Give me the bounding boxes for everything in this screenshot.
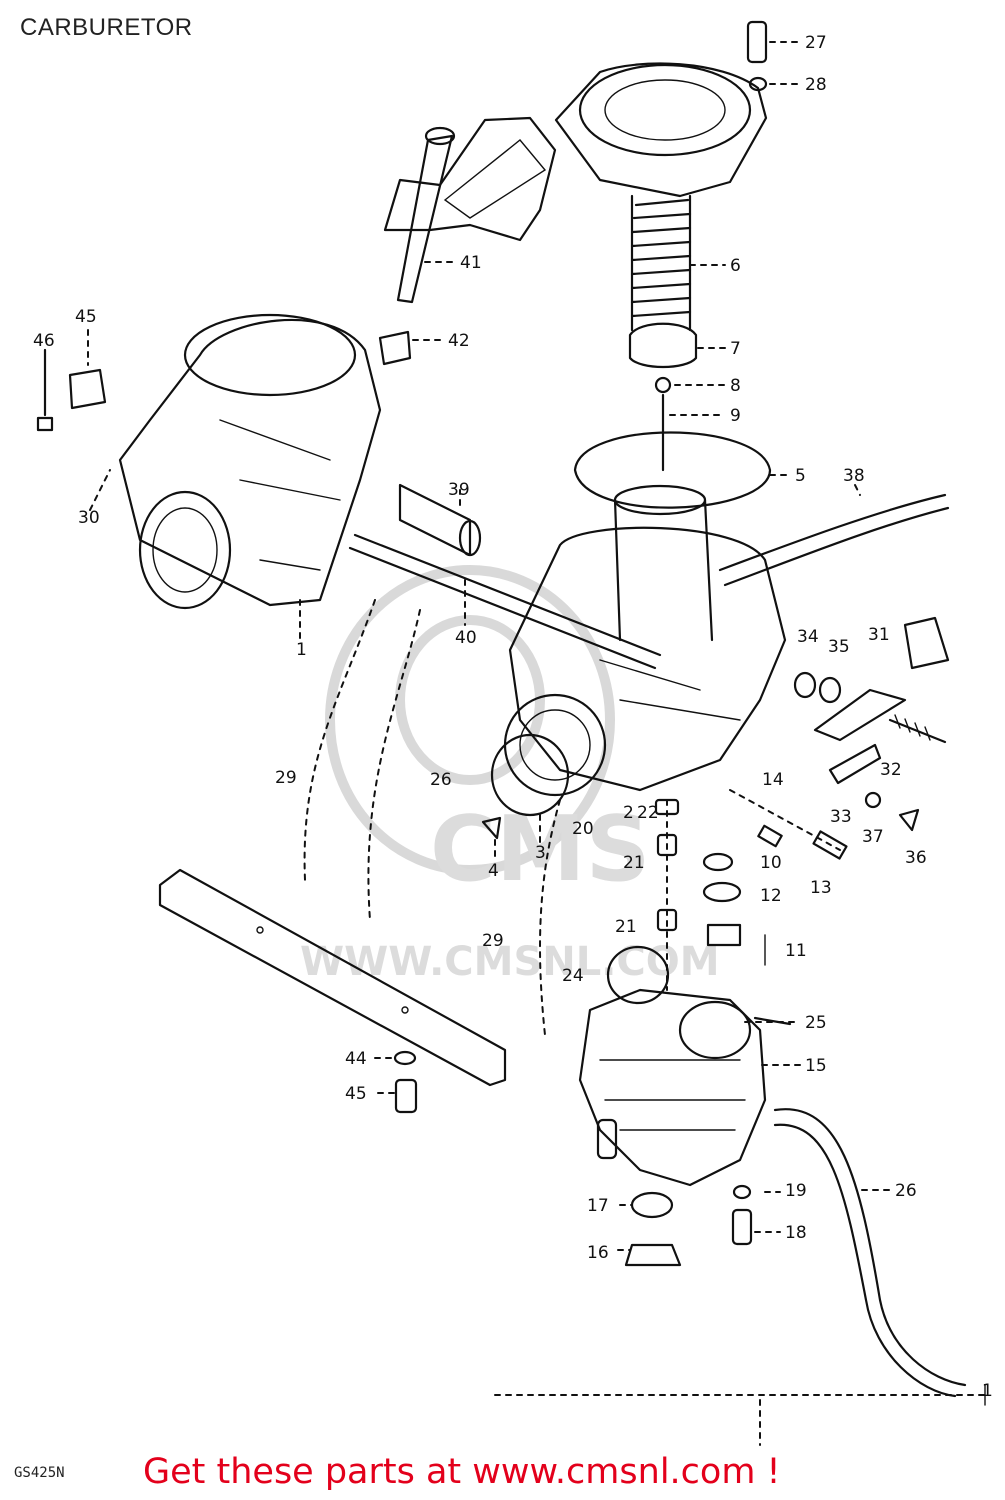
callout-26-mid: 26	[430, 770, 452, 790]
callout-28: 28	[805, 75, 827, 95]
sync-shaft-40	[348, 533, 662, 670]
callout-44: 44	[345, 1049, 367, 1069]
assembly-reference-line	[494, 1384, 986, 1446]
spring-6	[630, 194, 692, 332]
screws-36-37	[864, 791, 920, 832]
callout-21-upper: 21	[623, 853, 645, 873]
link-33	[828, 743, 882, 785]
callout-10: 10	[760, 853, 782, 873]
watermark-url: WWW.CMSNL.COM	[300, 939, 720, 985]
promo-banner-link[interactable]: Get these parts at www.cmsnl.com !	[143, 1452, 781, 1492]
callout-24: 24	[562, 966, 584, 986]
callout-11: 11	[785, 941, 807, 961]
callout-39: 39	[448, 480, 470, 500]
choke-lever-31	[813, 616, 950, 742]
callout-20: 20	[572, 819, 594, 839]
needle-clip-8	[654, 376, 672, 394]
washers-34-35	[793, 671, 842, 704]
float-24	[606, 945, 670, 1005]
callout-7: 7	[730, 339, 741, 359]
jets-20-21-22	[654, 798, 680, 991]
callout-12: 12	[760, 886, 782, 906]
page-title: CARBURETOR	[20, 14, 193, 41]
callout-33: 33	[830, 807, 852, 827]
collar-42	[378, 330, 412, 366]
callout-37: 37	[862, 827, 884, 847]
fuel-hose-38	[718, 493, 950, 587]
float-bowl-15	[578, 988, 767, 1187]
gasket-17	[630, 1191, 674, 1219]
callout-1-top: 1	[296, 640, 307, 660]
callout-32: 32	[880, 760, 902, 780]
callout-34: 34	[797, 627, 819, 647]
callout-2: 2	[623, 803, 634, 823]
washer-19	[732, 1184, 752, 1200]
carburetor-body-left	[118, 313, 382, 610]
callout-25: 25	[805, 1013, 827, 1033]
part-callouts: 27 28 41 6 7 8 9 5 42 45 46 30 39 38 40 …	[33, 33, 993, 1401]
callout-29-mid: 29	[275, 768, 297, 788]
callout-30: 30	[78, 508, 100, 528]
watermark: CMS WWW.CMSNL.COM	[300, 565, 720, 985]
vent-hoses	[303, 599, 561, 1036]
callout-13: 13	[810, 878, 832, 898]
idle-adjust-screw-13	[729, 789, 848, 860]
callout-3: 3	[535, 843, 546, 863]
callout-35: 35	[828, 637, 850, 657]
callout-15: 15	[805, 1056, 827, 1076]
callout-4: 4	[488, 861, 499, 881]
callout-14: 14	[762, 770, 784, 790]
callout-27: 27	[805, 33, 827, 53]
callout-17: 17	[587, 1196, 609, 1216]
drain-hose-26	[773, 1108, 967, 1398]
callout-42: 42	[448, 331, 470, 351]
throttle-rod-41	[396, 126, 456, 304]
mounting-plate	[383, 116, 557, 242]
callout-45-top: 45	[75, 307, 97, 327]
callout-18: 18	[785, 1223, 807, 1243]
callout-29-low: 29	[482, 931, 504, 951]
vacuum-piston	[613, 484, 714, 642]
callout-22: 22	[637, 803, 659, 823]
leader-lines	[87, 41, 891, 1251]
clip-45	[68, 368, 107, 410]
screw-25	[753, 1016, 792, 1026]
cover-plate-3	[490, 733, 570, 817]
screw-4	[481, 816, 502, 840]
retainer-7	[628, 322, 698, 368]
spring-32	[888, 714, 947, 744]
callout-16: 16	[587, 1243, 609, 1263]
diaphragm-5	[573, 431, 772, 509]
screw-27	[746, 20, 768, 64]
callout-8: 8	[730, 376, 741, 396]
fitting-39	[398, 483, 482, 557]
diagram-code: GS425N	[14, 1465, 65, 1481]
callout-26-low: 26	[895, 1181, 917, 1201]
callout-38: 38	[843, 466, 865, 486]
callout-41: 41	[460, 253, 482, 273]
callout-19: 19	[785, 1181, 807, 1201]
callout-21-lower: 21	[615, 917, 637, 937]
callout-9: 9	[730, 406, 741, 426]
callout-5: 5	[795, 466, 806, 486]
callout-1-bottom: 1	[982, 1381, 993, 1401]
screw-18	[731, 1208, 753, 1246]
washer-44	[393, 1050, 417, 1066]
callout-40: 40	[455, 628, 477, 648]
drain-plug-16	[624, 1243, 682, 1267]
callout-6: 6	[730, 256, 741, 276]
carburetor-top-cap	[554, 62, 768, 198]
o-rings-10-11-12	[702, 852, 742, 947]
carburetor-body-right	[503, 526, 787, 797]
bolt-45	[394, 1078, 418, 1114]
callout-45-low: 45	[345, 1084, 367, 1104]
callout-46: 46	[33, 331, 55, 351]
callout-31: 31	[868, 625, 890, 645]
mounting-bracket-strip	[158, 868, 507, 1087]
screw-46	[36, 348, 54, 432]
washer-28	[748, 76, 768, 92]
callout-36: 36	[905, 848, 927, 868]
